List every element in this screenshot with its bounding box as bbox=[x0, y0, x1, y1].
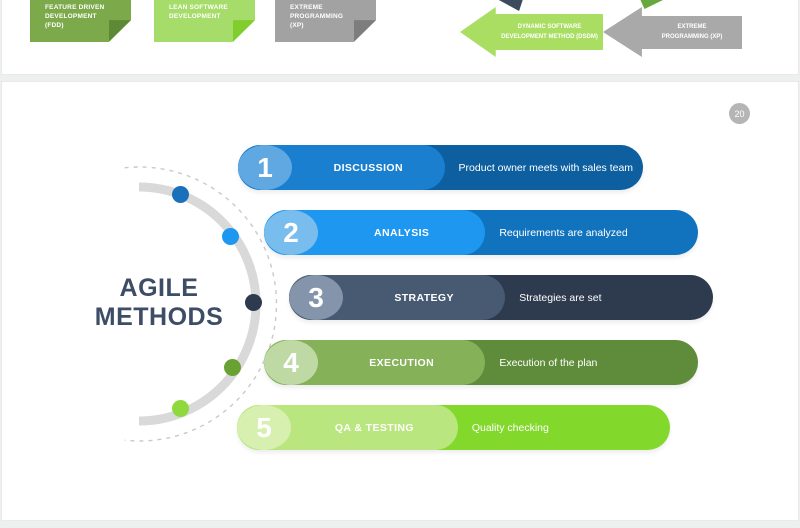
arrow-dsdm: DYNAMIC SOFTWARE DEVELOPMENT METHOD (DSD… bbox=[460, 7, 603, 57]
arc-dot-5 bbox=[172, 400, 189, 417]
step-number-circle bbox=[237, 405, 291, 450]
step-number: 2 bbox=[283, 216, 299, 248]
arc-dot-1 bbox=[172, 186, 189, 203]
ribbon-label: LEAN SOFTWARE DEVELOPMENT bbox=[169, 4, 228, 20]
cutoff-shape-green bbox=[640, 0, 665, 9]
step-description: Strategies are set bbox=[519, 291, 602, 304]
agile-methods-slide[interactable]: 20 AGILE METHODS 1 DISCUSSION Product ow… bbox=[1, 81, 799, 521]
step-number: 5 bbox=[256, 411, 272, 443]
step-label: STRATEGY bbox=[394, 291, 454, 304]
title-line-1: AGILE bbox=[119, 274, 199, 302]
ribbon-xp: EXTREME PROGRAMMING (XP) bbox=[275, 0, 376, 42]
step-label: EXECUTION bbox=[369, 356, 435, 369]
step-description: Requirements are analyzed bbox=[499, 226, 628, 239]
step-description: Product owner meets with sales team bbox=[458, 161, 634, 174]
step-description: Quality checking bbox=[471, 421, 549, 434]
step-row-strategy: 3 STRATEGY Strategies are set bbox=[289, 275, 713, 320]
ribbon-label: FEATURE DRIVEN DEVELOPMENT (FDD) bbox=[45, 4, 105, 29]
slide-number: 20 bbox=[734, 108, 745, 119]
ribbon-lean: LEAN SOFTWARE DEVELOPMENT bbox=[154, 0, 255, 42]
slide-number-badge: 20 bbox=[729, 103, 750, 124]
step-number-circle bbox=[264, 210, 318, 255]
step-label: DISCUSSION bbox=[333, 161, 403, 174]
title-line-2: METHODS bbox=[94, 303, 224, 331]
arrow-xp: EXTREME PROGRAMMING (XP) bbox=[603, 7, 742, 57]
step-row-execution: 4 EXECUTION Execution of the plan bbox=[264, 340, 698, 385]
arc-dot-2 bbox=[222, 228, 239, 245]
step-number-circle bbox=[264, 340, 318, 385]
previous-slide-preview[interactable]: FEATURE DRIVEN DEVELOPMENT (FDD) LEAN SO… bbox=[1, 0, 799, 75]
arc-dot-4 bbox=[224, 359, 241, 376]
step-number: 3 bbox=[308, 281, 324, 313]
arc-dot-3 bbox=[245, 294, 262, 311]
step-row-analysis: 2 ANALYSIS Requirements are analyzed bbox=[264, 210, 698, 255]
step-number-circle bbox=[238, 145, 292, 190]
step-number-circle bbox=[289, 275, 343, 320]
step-label: QA & TESTING bbox=[334, 421, 414, 434]
step-number: 1 bbox=[257, 151, 273, 183]
left-arrow-shape bbox=[460, 7, 603, 57]
step-description: Execution of the plan bbox=[499, 356, 598, 369]
step-row-discussion: 1 DISCUSSION Product owner meets with sa… bbox=[238, 145, 643, 190]
arrow-label: DYNAMIC SOFTWARE DEVELOPMENT METHOD (DSD… bbox=[501, 24, 598, 40]
ribbon-fdd: FEATURE DRIVEN DEVELOPMENT (FDD) bbox=[30, 0, 131, 42]
page-title: AGILE METHODS bbox=[52, 274, 266, 332]
arrow-label: EXTREME PROGRAMMING (XP) bbox=[661, 24, 723, 40]
step-number: 4 bbox=[283, 346, 299, 378]
ribbon-label: EXTREME PROGRAMMING (XP) bbox=[290, 4, 344, 29]
step-row-qa-testing: 5 QA & TESTING Quality checking bbox=[237, 405, 670, 450]
step-label: ANALYSIS bbox=[374, 226, 430, 239]
cutoff-shape-navy bbox=[497, 0, 523, 11]
